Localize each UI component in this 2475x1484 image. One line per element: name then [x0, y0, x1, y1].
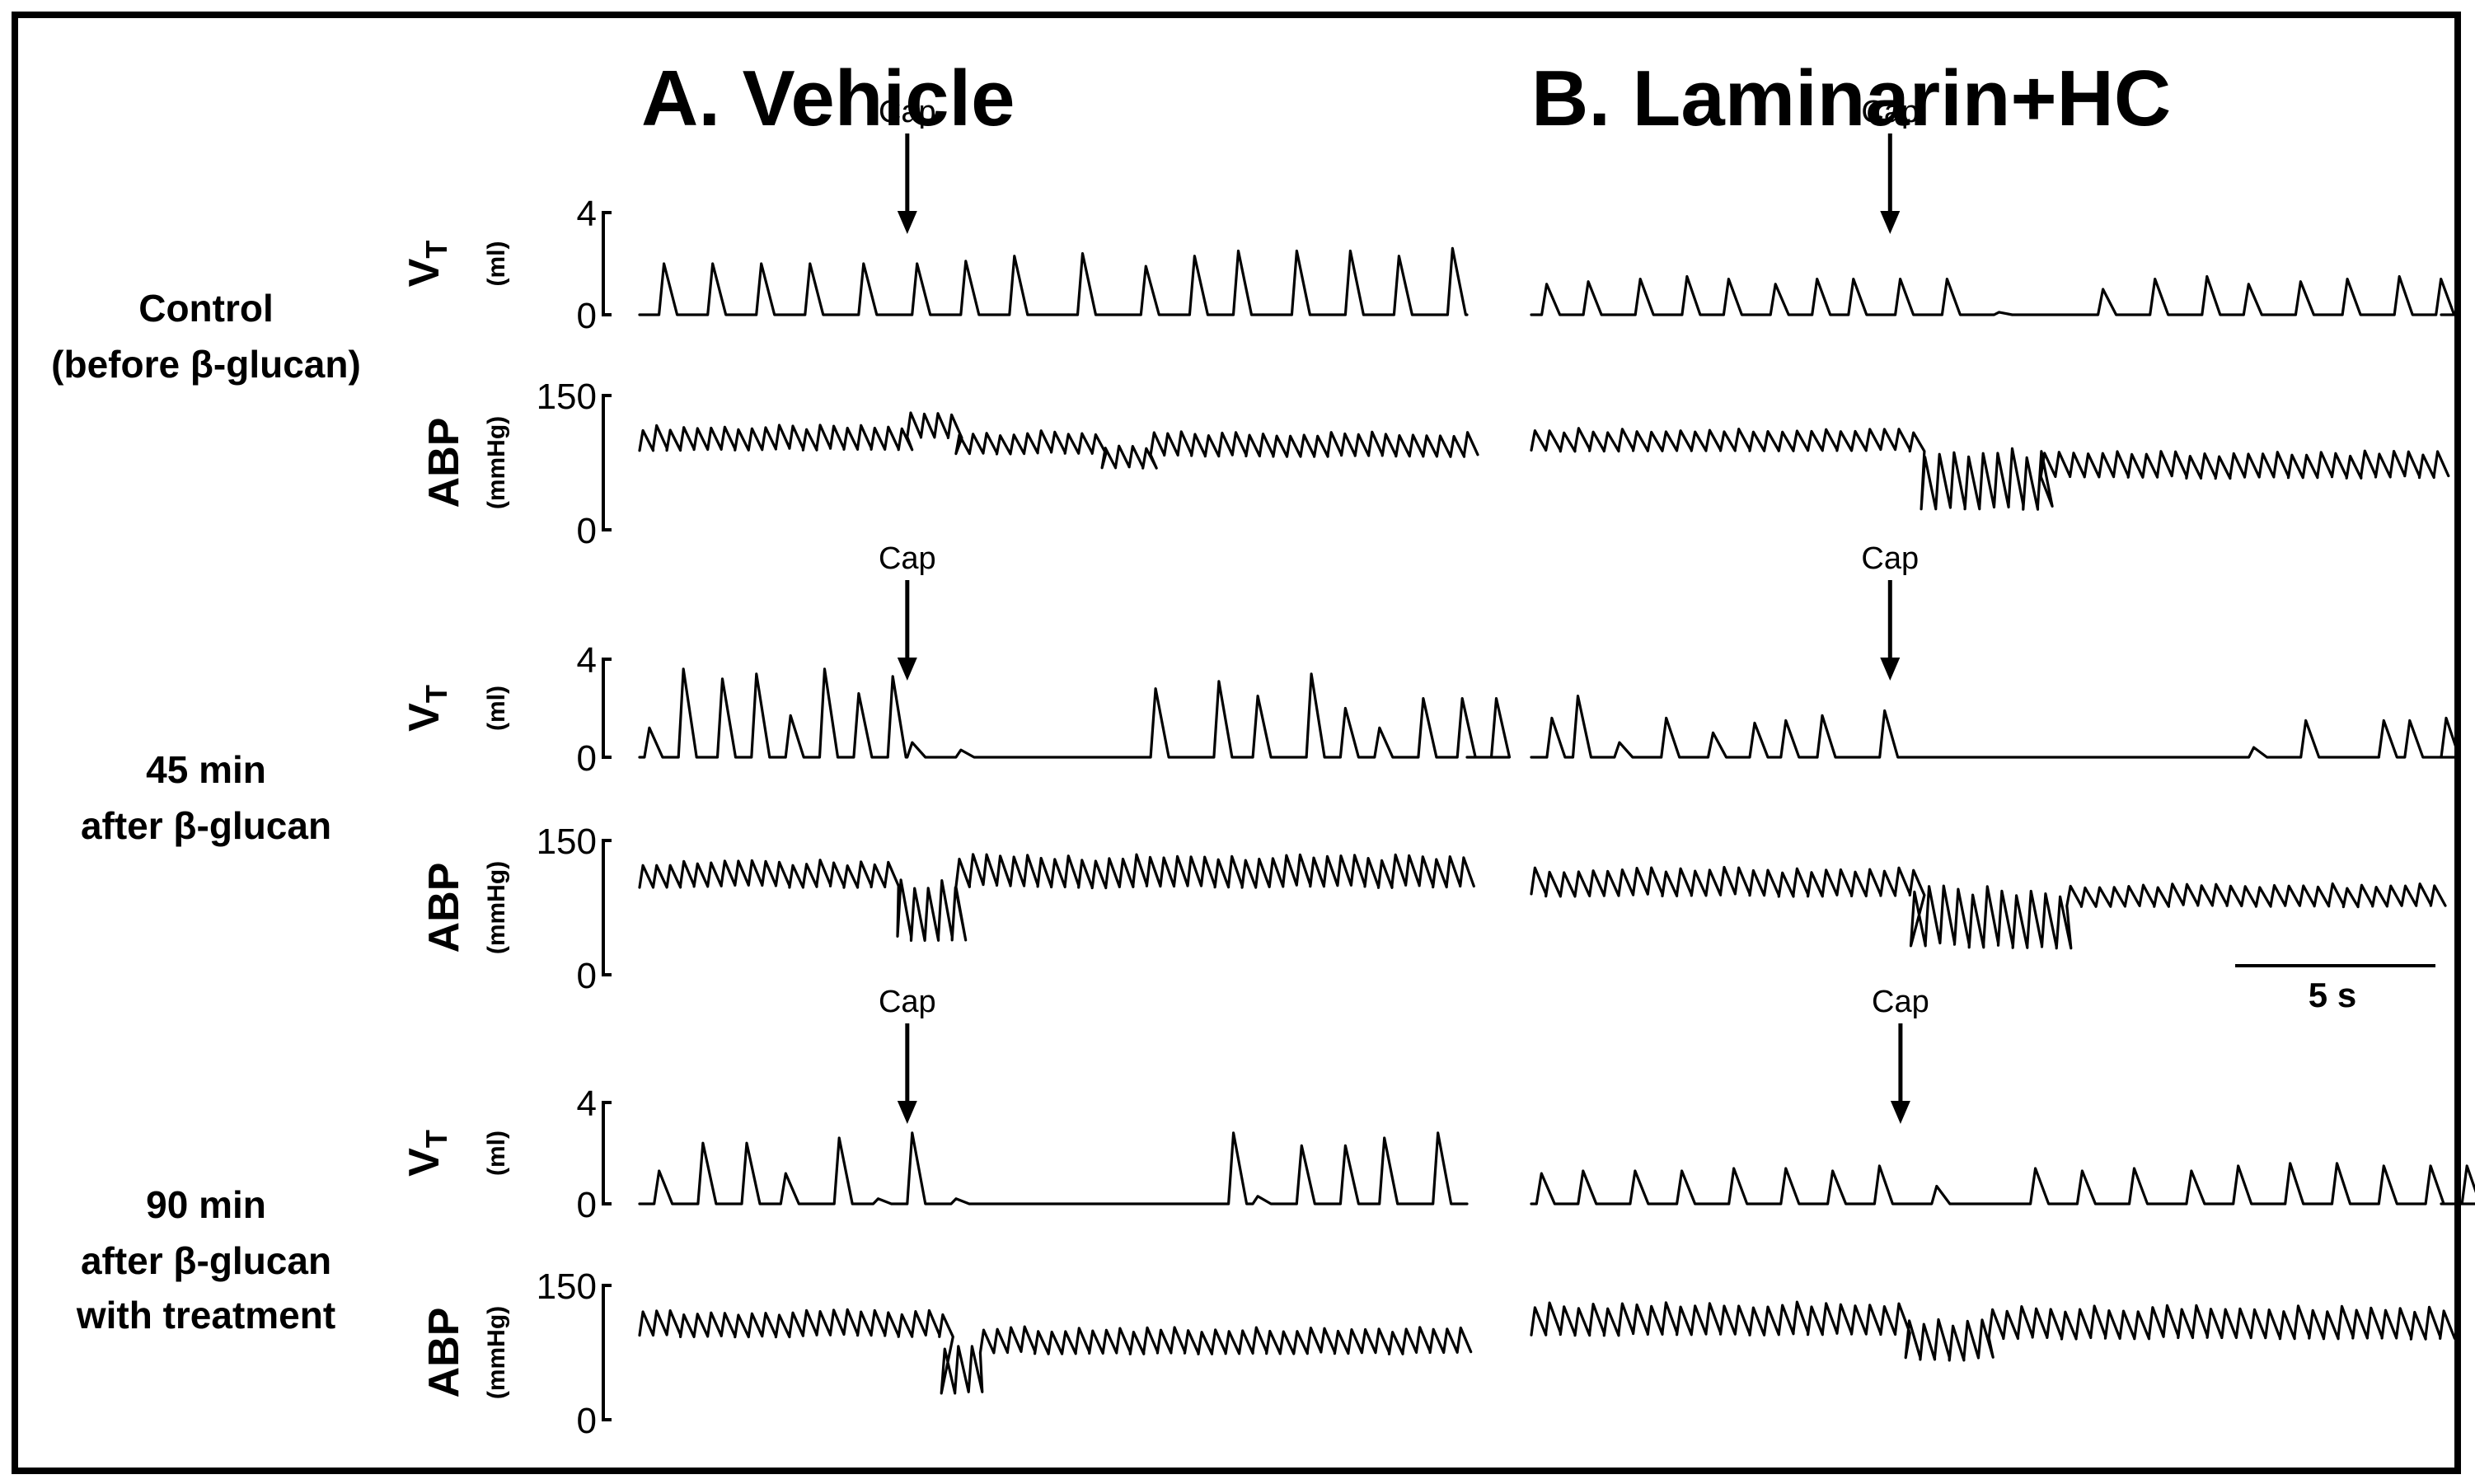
abp-trace-A-control [638, 411, 1479, 470]
time-scale-bar: 5 s [2235, 964, 2435, 1014]
abp-tick-max-45min: 150 [537, 822, 597, 862]
cap-label-B-control: Cap [1861, 95, 1919, 129]
vt-tick-zero-45min: 0 [577, 738, 597, 779]
abp-channel-label-90min: ABP [420, 1308, 468, 1398]
abp-channel-label-45min: ABP [420, 863, 468, 953]
cap-arrow-head-A-control [897, 211, 917, 234]
abp-unit-control: (mmHg) [483, 416, 510, 509]
abp-unit-90min: (mmHg) [483, 1306, 510, 1399]
abp-trace-A-45min [638, 853, 1475, 942]
abp-trace-B-control [1530, 427, 2450, 511]
vt-trace-B-control [1530, 274, 2456, 316]
abp-axis-90min [602, 1284, 612, 1421]
cap-arrow-head-B-45min [1880, 658, 1901, 681]
cap-arrow-head-B-90min [1890, 1101, 1910, 1124]
row-label-90min-line-2: after β-glucan [81, 1239, 331, 1282]
abp-unit-45min: (mmHg) [483, 861, 510, 954]
cap-label-B-45min: Cap [1861, 541, 1919, 576]
cap-label-B-90min: Cap [1872, 985, 1929, 1019]
abp-trace-A-90min [638, 1308, 1473, 1395]
vt-axis-control [602, 211, 612, 316]
cap-label-A-90min: Cap [879, 985, 936, 1019]
vt-unit-90min: (ml) [483, 1131, 510, 1176]
abp-tick-max-90min: 150 [537, 1266, 597, 1307]
vt-trace-B-90min [1530, 1162, 2475, 1205]
vt-tick-max-45min: 4 [577, 640, 597, 681]
cap-label-A-45min: Cap [879, 541, 936, 576]
abp-axis-control [602, 394, 612, 531]
vt-trace-A-control [638, 246, 1469, 316]
vt-unit-45min: (ml) [483, 686, 510, 731]
vt-tick-max-90min: 4 [577, 1084, 597, 1124]
abp-tick-zero-45min: 0 [577, 956, 597, 996]
scale-bar-label: 5 s [2309, 976, 2356, 1014]
vt-channel-label-90min: VT [401, 1130, 453, 1177]
cap-arrow-head-B-control [1880, 211, 1901, 234]
figure-border [12, 12, 2461, 1474]
row-label-90min-line-3: with treatment [76, 1294, 335, 1337]
vt-trace-B-45min [1530, 695, 2461, 759]
row-label-90min-line-1: 90 min [146, 1183, 266, 1226]
abp-axis-45min [602, 839, 612, 976]
abp-tick-max-control: 150 [537, 377, 597, 417]
vt-trace-A-45min [638, 667, 1512, 759]
row-label-45min-line-1: 45 min [146, 748, 266, 791]
vt-axis-90min [602, 1101, 612, 1205]
abp-channel-label-control: ABP [420, 418, 468, 508]
abp-trace-B-90min [1530, 1300, 2456, 1362]
column-title-b: B. Laminarin+HC [1531, 54, 2171, 143]
vt-unit-control: (ml) [483, 241, 510, 287]
vt-tick-max-control: 4 [577, 194, 597, 234]
vt-channel-label-control: VT [401, 241, 453, 288]
abp-tick-zero-control: 0 [577, 511, 597, 551]
cap-arrow-head-A-45min [897, 658, 917, 681]
row-label-control-line-1: Control [138, 287, 274, 330]
vt-tick-zero-90min: 0 [577, 1185, 597, 1225]
abp-tick-zero-90min: 0 [577, 1401, 597, 1441]
abp-trace-B-45min [1530, 865, 2447, 950]
vt-tick-zero-control: 0 [577, 296, 597, 336]
cap-arrow-head-A-90min [897, 1101, 917, 1124]
column-title-a: A. Vehicle [641, 54, 1015, 143]
vt-trace-A-90min [638, 1131, 1469, 1205]
vt-axis-45min [602, 658, 612, 759]
row-label-control-line-2: (before β-glucan) [51, 343, 361, 386]
row-label-45min-line-2: after β-glucan [81, 804, 331, 847]
cap-label-A-control: Cap [879, 95, 936, 129]
vt-channel-label-45min: VT [401, 685, 453, 732]
